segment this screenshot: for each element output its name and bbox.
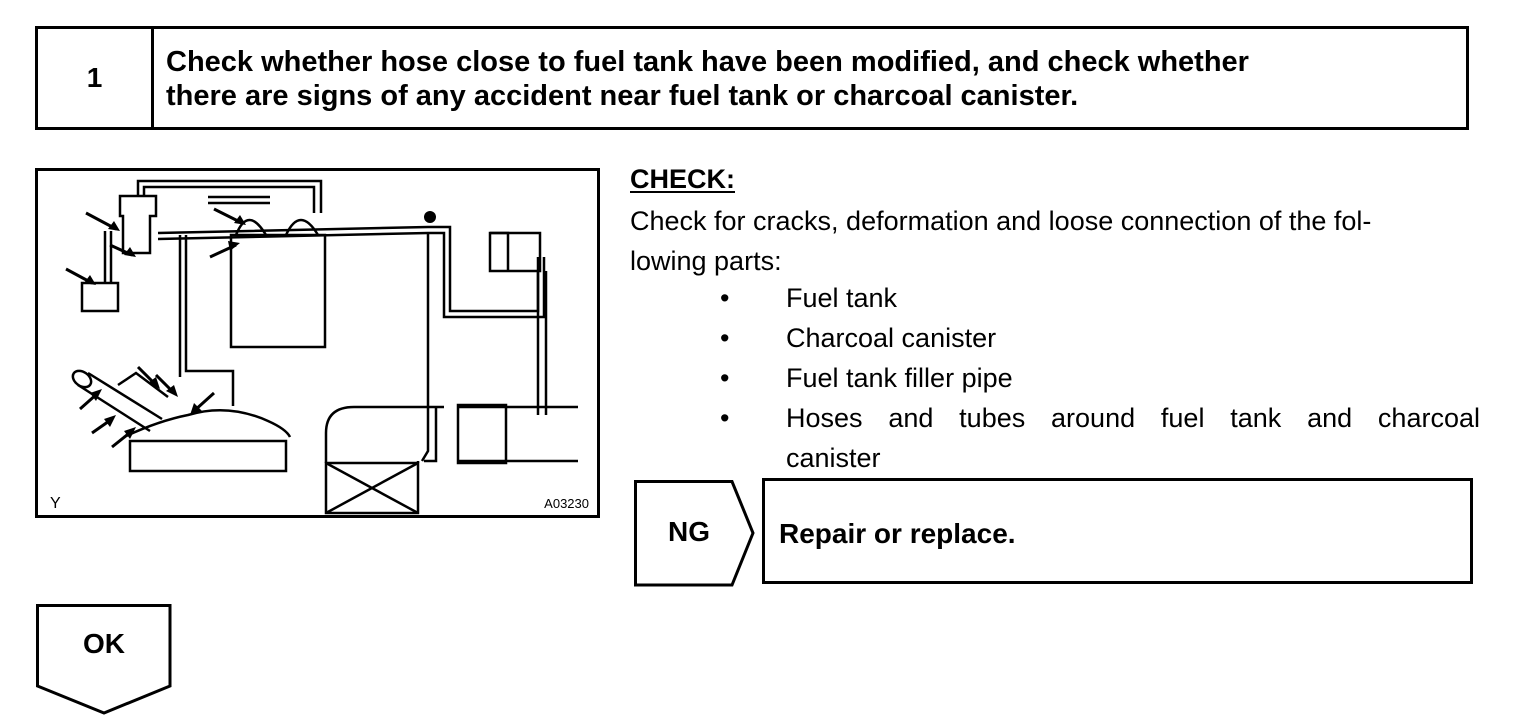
- figure-corner-letter: Y: [50, 495, 61, 512]
- bullet: •: [720, 323, 730, 353]
- check-heading: CHECK:: [630, 164, 735, 194]
- check-instructions: Check for cracks, deformation and loose …: [630, 201, 1480, 281]
- list-item: • Fuel tank: [720, 278, 1480, 318]
- ng-result-box: Repair or replace.: [762, 478, 1473, 584]
- step-title: Check whether hose close to fuel tank ha…: [154, 29, 1466, 127]
- ng-label: NG: [668, 516, 710, 547]
- ok-indicator: OK: [36, 604, 176, 716]
- step-title-line-2: there are signs of any accident near fue…: [166, 80, 1079, 112]
- figure-code: A03230: [544, 496, 589, 511]
- part-label: Charcoal canister: [786, 323, 997, 353]
- step-header: 1 Check whether hose close to fuel tank …: [35, 26, 1469, 130]
- ng-indicator: NG: [634, 480, 755, 587]
- bullet: •: [720, 403, 730, 433]
- bullet: •: [720, 363, 730, 393]
- diagram-illustration: [65, 179, 578, 515]
- list-item: • Fuel tank filler pipe: [720, 358, 1480, 398]
- part-label: Fuel tank: [786, 283, 898, 313]
- part-label: Hoses and tubes around fuel tank and cha…: [786, 403, 1480, 433]
- list-item-continuation: canister: [720, 438, 1480, 478]
- list-item: • Charcoal canister: [720, 318, 1480, 358]
- fuel-system-diagram: Y A03230: [35, 168, 600, 518]
- step-title-line-1: Check whether hose close to fuel tank ha…: [166, 46, 1249, 78]
- bullet: •: [720, 283, 730, 313]
- parts-list: • Fuel tank • Charcoal canister • Fuel t…: [720, 278, 1480, 478]
- list-item: • Hoses and tubes around fuel tank and c…: [720, 398, 1480, 438]
- ng-arrow-shape: [634, 480, 755, 587]
- step-number: 1: [38, 29, 154, 127]
- ng-action-text: Repair or replace.: [779, 518, 1016, 549]
- check-text-line-2: lowing parts:: [630, 246, 782, 276]
- ok-arrow-shape: [36, 604, 172, 715]
- part-label: Fuel tank filler pipe: [786, 363, 1013, 393]
- check-text-line-1: Check for cracks, deformation and loose …: [630, 206, 1372, 236]
- part-label: canister: [786, 443, 881, 473]
- ok-label: OK: [83, 628, 125, 659]
